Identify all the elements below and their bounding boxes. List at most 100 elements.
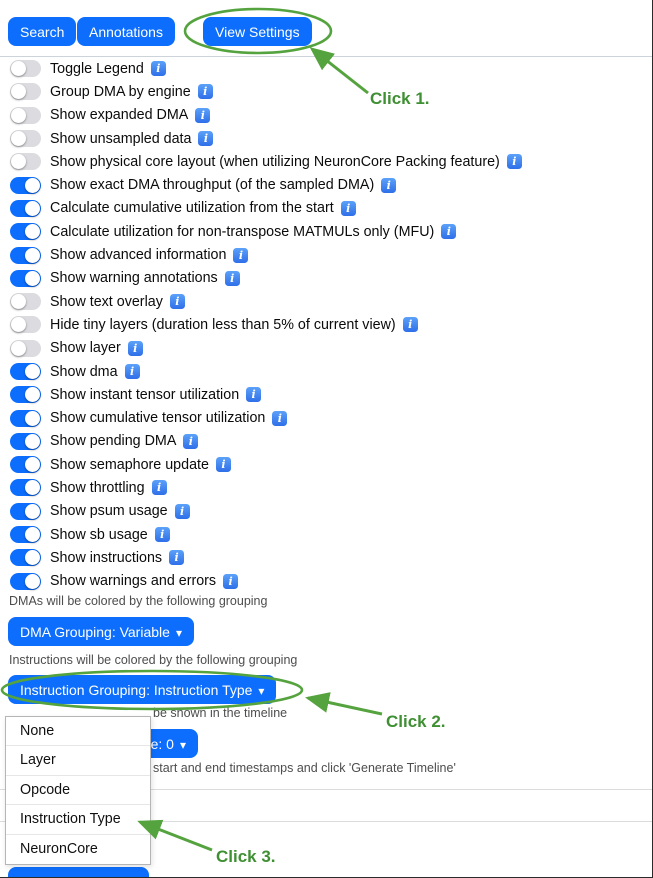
info-icon[interactable]: i <box>198 131 214 147</box>
info-icon[interactable]: i <box>151 480 167 496</box>
info-icon[interactable]: i <box>340 200 356 216</box>
toggle-row: Show instructions i <box>10 546 522 569</box>
info-icon[interactable]: i <box>381 177 397 193</box>
toggle-row: Group DMA by engine i <box>10 80 522 103</box>
toggle-switch[interactable] <box>10 316 41 334</box>
toggle-knob <box>11 317 26 333</box>
click2-arrow-icon <box>305 692 383 716</box>
toggle-knob <box>25 177 40 193</box>
toggle-switch[interactable] <box>10 339 41 357</box>
toggle-switch[interactable] <box>10 83 41 101</box>
info-icon[interactable]: i <box>506 154 522 170</box>
annotations-button[interactable]: Annotations <box>77 17 175 46</box>
toggle-list: Toggle Legend i Group DMA by engine i Sh… <box>10 57 522 593</box>
toggle-switch[interactable] <box>10 176 41 194</box>
toggle-knob <box>25 503 40 519</box>
toggle-row: Show sb usage i <box>10 523 522 546</box>
toggle-switch[interactable] <box>10 269 41 287</box>
toggle-switch[interactable] <box>10 572 41 590</box>
toggle-knob <box>25 480 40 496</box>
info-icon[interactable]: i <box>124 364 140 379</box>
toggle-switch[interactable] <box>10 409 41 427</box>
info-icon[interactable]: i <box>402 317 418 333</box>
info-icon[interactable]: i <box>154 527 170 543</box>
toggle-knob <box>25 573 40 589</box>
toggle-knob <box>25 457 40 473</box>
partial-bottom-button[interactable] <box>8 867 149 877</box>
info-icon[interactable]: i <box>224 270 240 286</box>
menu-item-layer[interactable]: Layer <box>6 746 150 776</box>
timestamp-field-divider <box>0 821 652 822</box>
search-button[interactable]: Search <box>8 17 77 46</box>
toggle-row: Show psum usage i <box>10 500 522 523</box>
menu-item-instruction-type[interactable]: Instruction Type <box>6 805 150 835</box>
info-icon[interactable]: i <box>272 410 288 426</box>
toggle-switch[interactable] <box>10 456 41 474</box>
info-icon[interactable]: i <box>215 457 231 473</box>
info-icon[interactable]: i <box>246 387 262 403</box>
toggle-switch[interactable] <box>10 223 41 241</box>
info-icon[interactable]: i <box>223 573 239 589</box>
toggle-label: Show pending DMA <box>50 433 177 450</box>
toggle-switch[interactable] <box>10 479 41 497</box>
instruction-grouping-caption: Instructions will be colored by the foll… <box>9 653 298 667</box>
toggle-row: Show physical core layout (when utilizin… <box>10 150 522 173</box>
info-icon[interactable]: i <box>197 84 213 100</box>
toggle-row: Show pending DMA i <box>10 430 522 453</box>
toggle-label: Hide tiny layers (duration less than 5% … <box>50 316 396 333</box>
toggle-knob <box>25 364 40 379</box>
toggle-row: Hide tiny layers (duration less than 5% … <box>10 313 522 336</box>
neuroncore-dropdown-label-fragment: e: 0 <box>150 735 174 752</box>
menu-item-none[interactable]: None <box>6 717 150 747</box>
dma-grouping-dropdown-label: DMA Grouping: Variable <box>20 623 170 640</box>
instruction-grouping-dropdown[interactable]: Instruction Grouping: Instruction Type <box>8 675 277 704</box>
toggle-row: Show warnings and errors i <box>10 570 522 593</box>
toggle-switch[interactable] <box>10 293 41 311</box>
view-settings-button[interactable]: View Settings <box>203 17 312 46</box>
dma-grouping-dropdown[interactable]: DMA Grouping: Variable <box>8 617 194 646</box>
toggle-knob <box>25 410 40 426</box>
info-icon[interactable]: i <box>174 503 190 519</box>
toggle-row: Show advanced information i <box>10 243 522 266</box>
toggle-row: Show text overlay i <box>10 290 522 313</box>
toggle-switch[interactable] <box>10 106 41 124</box>
toggle-label: Show exact DMA throughput (of the sample… <box>50 177 375 194</box>
toggle-knob <box>25 550 40 566</box>
info-icon[interactable]: i <box>233 247 249 263</box>
info-icon[interactable]: i <box>195 107 211 123</box>
toggle-switch[interactable] <box>10 549 41 567</box>
menu-item-neuroncore[interactable]: NeuronCore <box>6 834 150 864</box>
toggle-label: Show cumulative tensor utilization <box>50 410 266 427</box>
toggle-row: Calculate utilization for non-transpose … <box>10 220 522 243</box>
toggle-label: Show sb usage <box>50 526 148 543</box>
toggle-knob <box>25 387 40 403</box>
toggle-switch[interactable] <box>10 526 41 544</box>
info-icon[interactable]: i <box>441 224 457 240</box>
toggle-switch[interactable] <box>10 246 41 264</box>
toggle-switch[interactable] <box>10 386 41 404</box>
toggle-label: Show advanced information <box>50 247 227 264</box>
toggle-label: Show instant tensor utilization <box>50 386 240 403</box>
toggle-switch[interactable] <box>10 153 41 171</box>
toggle-switch[interactable] <box>10 130 41 148</box>
toggle-label: Show semaphore update <box>50 456 209 473</box>
toggle-switch[interactable] <box>10 60 41 78</box>
info-icon[interactable]: i <box>127 340 143 356</box>
caret-down-icon <box>180 736 186 752</box>
info-icon[interactable]: i <box>169 294 185 310</box>
toggle-label: Show instructions <box>50 549 163 566</box>
info-icon[interactable]: i <box>169 550 185 566</box>
toggle-switch[interactable] <box>10 502 41 520</box>
toggle-row: Show expanded DMA i <box>10 104 522 127</box>
toggle-knob <box>11 294 26 310</box>
toggle-row: Show exact DMA throughput (of the sample… <box>10 173 522 196</box>
info-icon[interactable]: i <box>183 433 199 449</box>
click3-text: Click 3. <box>216 847 276 866</box>
toggle-switch[interactable] <box>10 199 41 217</box>
timestamp-field-divider <box>0 789 652 790</box>
menu-item-opcode[interactable]: Opcode <box>6 775 150 806</box>
toggle-switch[interactable] <box>10 432 41 450</box>
toggle-row: Show instant tensor utilization i <box>10 383 522 406</box>
toggle-switch[interactable] <box>10 363 41 380</box>
info-icon[interactable]: i <box>150 61 166 77</box>
